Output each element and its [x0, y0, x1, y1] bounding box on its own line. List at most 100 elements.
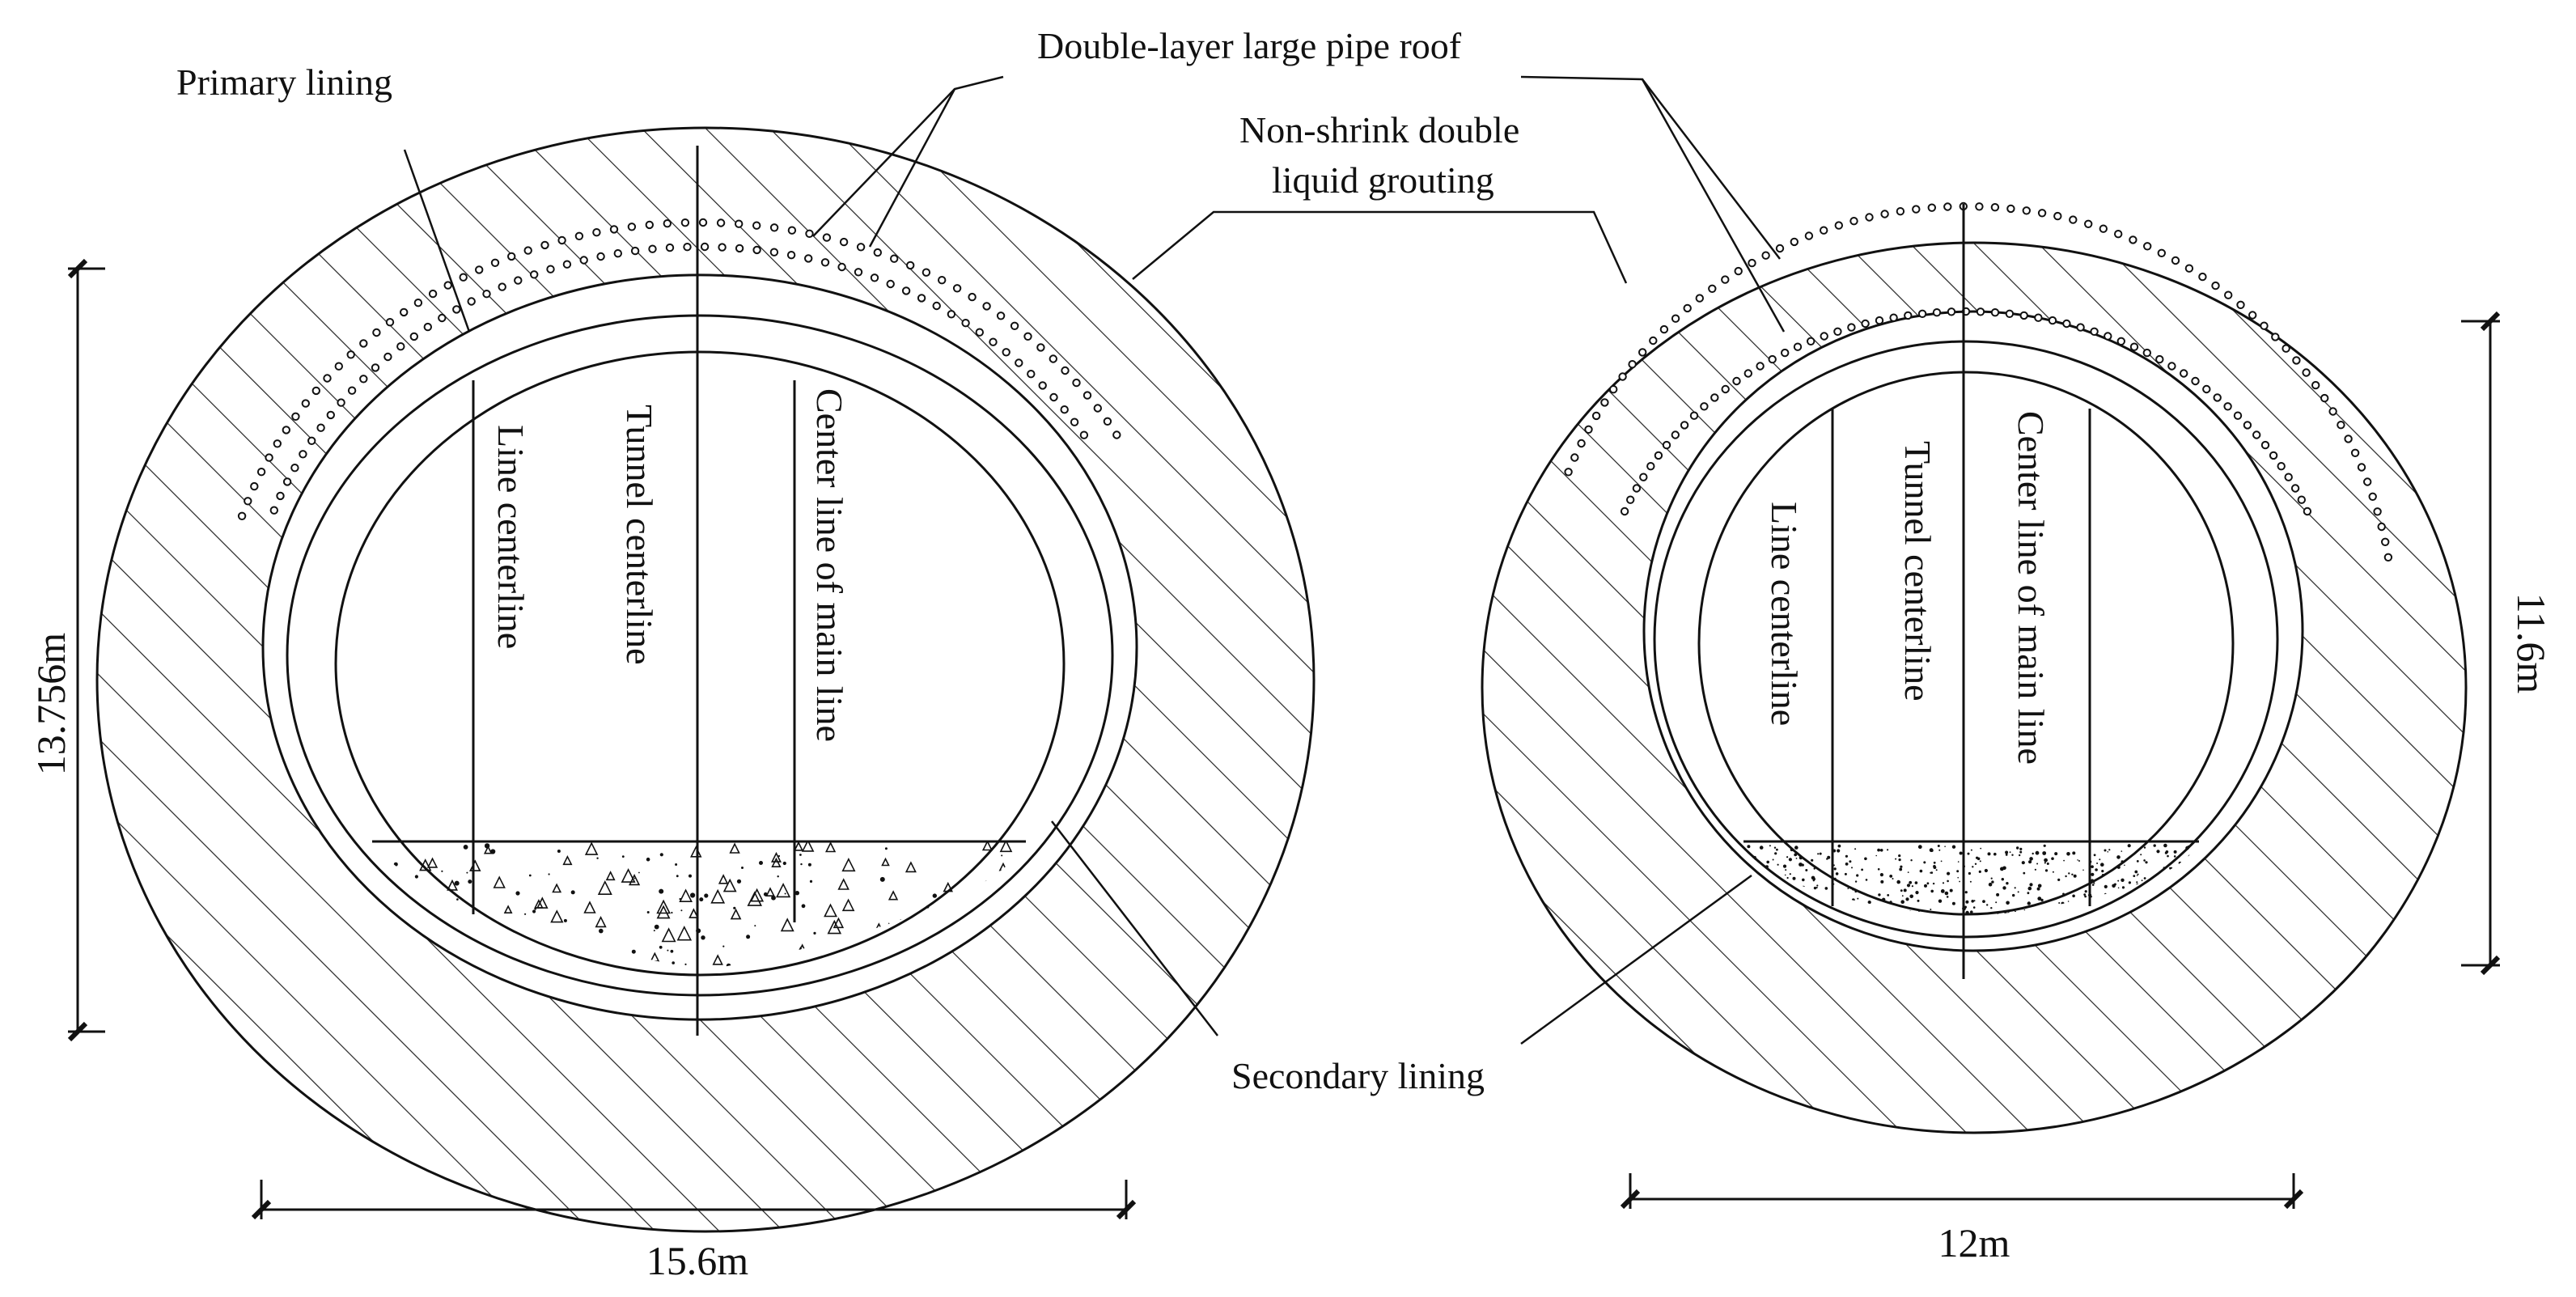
- pipe-roof-pipe: [2260, 440, 2270, 450]
- invert-aggregate: [1899, 867, 1903, 871]
- invert-aggregate: [2153, 844, 2156, 847]
- invert-aggregate: [1938, 849, 1941, 851]
- pipe-roof-pipe: [2198, 272, 2207, 282]
- invert-aggregate: [2071, 873, 2074, 876]
- grouting-label-line2: liquid grouting: [1272, 159, 1494, 201]
- pipe-roof-pipe: [2180, 369, 2188, 378]
- invert-aggregate: [1835, 872, 1839, 875]
- invert-aggregate: [2027, 886, 2032, 891]
- invert-aggregate: [2073, 874, 2077, 878]
- invert-aggregate: [1937, 845, 1940, 847]
- invert-aggregate: [688, 874, 692, 878]
- invert-aggregate: [2052, 871, 2054, 873]
- invert-aggregate: [2036, 863, 2039, 865]
- invert-aggregate: [414, 875, 419, 879]
- invert-aggregate: [1940, 860, 1943, 863]
- pipe-roof-pipe: [2048, 316, 2057, 325]
- invert-aggregate: [1854, 880, 1858, 883]
- invert-aggregate: [771, 851, 782, 863]
- invert-aggregate: [881, 857, 890, 867]
- invert-aggregate: [2188, 854, 2192, 858]
- invert-aggregate: [2143, 877, 2146, 880]
- pipe-roof-pipe: [2006, 204, 2015, 214]
- pipe-roof-pipe: [301, 399, 310, 408]
- pipe-roof-pipe: [961, 319, 970, 328]
- invert-aggregate: [1789, 873, 1791, 875]
- pipe-roof-pipe: [1103, 417, 1112, 426]
- invert-aggregate: [1788, 858, 1792, 862]
- invert-aggregate: [1875, 854, 1877, 857]
- pipe-roof-pipe: [1591, 411, 1601, 421]
- pipe-roof-pipe: [2223, 402, 2232, 411]
- pipe-roof-pipe: [982, 302, 991, 311]
- invert-aggregate: [2019, 847, 2023, 850]
- invert-aggregate: [809, 880, 813, 883]
- invert-aggregate: [454, 946, 459, 951]
- pipe-roof-pipe: [2320, 393, 2329, 403]
- invert-aggregate: [2072, 851, 2076, 855]
- pipe-roof-pipe: [2252, 430, 2261, 439]
- pipe-roof-pipe: [400, 307, 409, 317]
- right-line-centerline-label: Line centerline: [1764, 502, 1805, 726]
- invert-aggregate: [1852, 888, 1855, 891]
- pipe-roof-pipe: [2129, 235, 2137, 244]
- invert-aggregate: [2121, 850, 2123, 852]
- invert-aggregate: [2035, 850, 2040, 855]
- invert-aggregate: [1844, 872, 1847, 875]
- left-pipe-roof: [237, 218, 1121, 520]
- pipe-roof-pipe: [822, 233, 832, 242]
- pipe-roof-pipe: [2260, 321, 2269, 330]
- pipe-roof-pipe: [2084, 219, 2093, 228]
- invert-aggregate: [1917, 845, 1922, 850]
- invert-aggregate: [1910, 859, 1913, 862]
- pipe-roof-pipe: [592, 228, 601, 237]
- invert-aggregate: [1877, 868, 1880, 871]
- invert-aggregate: [2113, 883, 2116, 886]
- invert-aggregate: [447, 879, 458, 891]
- invert-aggregate: [2023, 871, 2026, 875]
- invert-aggregate: [667, 949, 669, 952]
- invert-aggregate: [2169, 867, 2171, 870]
- invert-aggregate: [1816, 884, 1819, 887]
- invert-aggregate: [1919, 869, 1923, 873]
- pipe-roof-pipe: [1896, 207, 1905, 216]
- invert-aggregate: [1946, 896, 1949, 898]
- invert-aggregate: [1865, 879, 1868, 881]
- invert-aggregate: [1773, 846, 1777, 849]
- invert-aggregate: [2180, 864, 2183, 867]
- invert-aggregate: [777, 854, 781, 858]
- invert-aggregate: [2139, 896, 2142, 900]
- invert-aggregate: [2067, 901, 2070, 902]
- invert-aggregate: [1990, 877, 1993, 880]
- invert-aggregate: [638, 871, 640, 874]
- dimensions: [67, 258, 2501, 1220]
- invert-aggregate: [2116, 855, 2121, 859]
- invert-aggregate: [2101, 870, 2104, 873]
- pipe-roof-pipe: [645, 220, 654, 230]
- invert-aggregate: [2125, 906, 2129, 910]
- pipe-roof-pipe: [2076, 323, 2085, 332]
- pipe-roof-pipe: [2383, 553, 2393, 562]
- invert-aggregate: [1970, 910, 1973, 913]
- pipe-roof-pipe: [2022, 206, 2032, 215]
- invert-aggregate: [2006, 901, 2010, 905]
- pipe-roof-pipe: [2337, 421, 2345, 430]
- pipe-roof-pipe: [1761, 251, 1770, 260]
- invert-aggregate: [621, 855, 625, 858]
- pipe-roof-pipe: [1577, 439, 1586, 448]
- invert-aggregate: [1973, 900, 1976, 902]
- pipe-roof-pipe: [1834, 221, 1844, 230]
- pipe-roof-pipe: [2129, 342, 2139, 351]
- secondary-lining-leader-right: [1520, 874, 1752, 1045]
- pipe-roof-pipe: [557, 235, 566, 245]
- invert-aggregate: [1947, 880, 1949, 883]
- invert-aggregate: [1854, 890, 1858, 893]
- invert-aggregate: [2068, 872, 2070, 875]
- invert-aggregate: [2002, 886, 2006, 890]
- invert-aggregate: [879, 876, 885, 882]
- invert-aggregate: [1887, 894, 1890, 896]
- invert-aggregate: [1901, 895, 1904, 897]
- pipe-roof-pipe: [1917, 309, 1927, 318]
- pipe-roof-pipe: [2157, 248, 2167, 257]
- invert-aggregate: [2136, 860, 2139, 863]
